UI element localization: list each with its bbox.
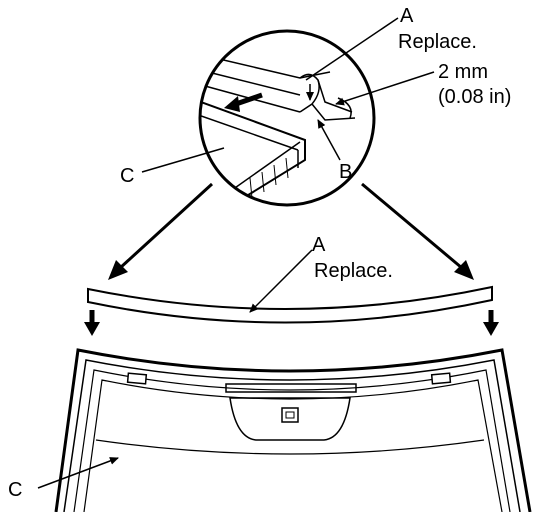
leader-a-mid xyxy=(249,249,313,313)
leader-a-top xyxy=(305,17,399,81)
leader-gap xyxy=(335,71,435,106)
molding-strip xyxy=(87,285,493,324)
label-gap-mm: 2 mm xyxy=(438,61,488,83)
label-gap-in: (0.08 in) xyxy=(438,86,511,108)
leader-b xyxy=(317,119,341,161)
arrow-right-down xyxy=(361,182,463,270)
label-c-bottom-letter: C xyxy=(8,479,22,501)
windshield-glass xyxy=(54,348,532,512)
label-a-mid-note: Replace. xyxy=(314,260,393,282)
detail-magnifier xyxy=(198,29,376,207)
label-b-letter: B xyxy=(339,161,352,183)
label-c-top-letter: C xyxy=(120,165,134,187)
leader-c-top xyxy=(141,147,225,173)
label-a-top-note: Replace. xyxy=(398,31,477,53)
label-a-mid-letter: A xyxy=(312,234,326,256)
arrow-left-down xyxy=(118,182,214,270)
label-a-top-letter: A xyxy=(400,5,414,27)
leader-c-bottom xyxy=(37,457,119,489)
